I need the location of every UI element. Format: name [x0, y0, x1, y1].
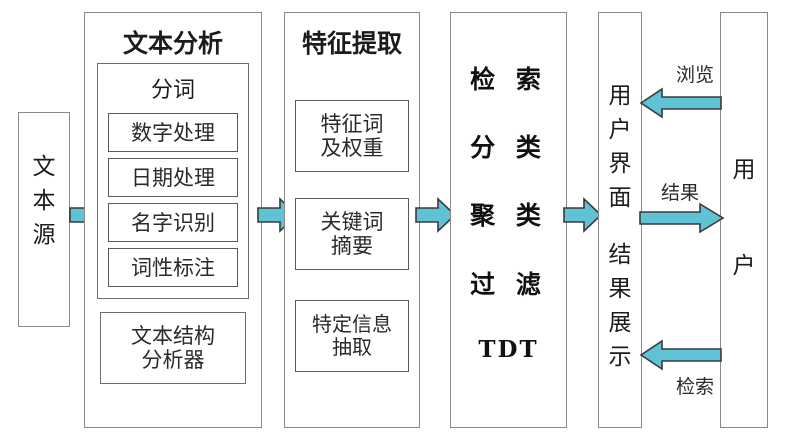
- structure-analyzer-label: 文本结构 分析器: [101, 324, 245, 372]
- structure-analyzer-box: 文本结构 分析器: [100, 312, 246, 384]
- user-interface-label: 用 户 界 面: [598, 76, 642, 212]
- segmentation-item-name: 名字识别: [108, 203, 238, 242]
- text-analysis-title: 文本分析: [122, 29, 223, 58]
- feature-item-line2: 及权重: [320, 136, 384, 160]
- arrow-processing-to-ui: [563, 197, 603, 233]
- result-display-label: 结 果 展 示: [598, 235, 642, 371]
- structure-analyzer-line2: 分析器: [141, 348, 205, 372]
- user-interface-box: [598, 12, 642, 428]
- processing-line-filtering: 过 滤: [470, 270, 547, 299]
- arrow-result: [639, 202, 725, 234]
- segmentation-item-label: 日期处理: [131, 165, 215, 190]
- ui-char: 界: [608, 151, 632, 177]
- feature-item-keywords: 关键词 摘要: [295, 198, 409, 270]
- text-source-label: 文 本 源: [19, 147, 69, 249]
- result-char: 示: [608, 344, 632, 370]
- arrow-feature-to-processing: [415, 197, 457, 233]
- processing-box: [450, 12, 567, 428]
- result-char: 展: [608, 310, 632, 336]
- text-source-char: 源: [32, 222, 56, 248]
- feature-item-weights: 特征词 及权重: [295, 100, 409, 172]
- result-char: 结: [608, 242, 632, 268]
- feature-item-label: 特定信息 抽取: [296, 313, 408, 359]
- user-label: 用 户: [720, 150, 768, 280]
- ui-char: 用: [608, 83, 632, 109]
- feature-item-line2: 摘要: [331, 234, 373, 258]
- user-box: [720, 12, 768, 428]
- result-char: 果: [608, 276, 632, 302]
- feature-item-label: 关键词 摘要: [296, 210, 408, 258]
- feature-extraction-title: 特征提取: [301, 29, 402, 58]
- feature-item-specific-info: 特定信息 抽取: [295, 300, 409, 372]
- structure-analyzer-line1: 文本结构: [131, 323, 215, 348]
- segmentation-title: 分词: [150, 78, 195, 103]
- text-source-char: 文: [32, 154, 56, 180]
- feature-item-line1: 特定信息: [312, 312, 392, 336]
- segmentation-item-label: 数字处理: [131, 120, 215, 145]
- text-source-box: 文 本 源: [18, 112, 70, 327]
- segmentation-item-label: 名字识别: [131, 210, 215, 235]
- arrow-browse-label: 浏览: [675, 64, 714, 86]
- ui-char: 户: [608, 117, 632, 143]
- arrow-browse: [639, 87, 722, 119]
- arrow-result-label: 结果: [660, 182, 699, 204]
- user-char: 用: [732, 157, 756, 183]
- text-source-char: 本: [32, 188, 56, 214]
- segmentation-item-label: 词性标注: [131, 255, 215, 280]
- feature-item-line1: 关键词: [320, 209, 384, 234]
- processing-line-clustering: 聚 类: [470, 201, 547, 230]
- arrow-retrieve-label: 检索: [675, 376, 714, 398]
- processing-line-tdt: TDT: [478, 336, 539, 363]
- processing-line-retrieval: 检 索: [470, 65, 547, 94]
- segmentation-item-date: 日期处理: [108, 158, 238, 197]
- feature-item-line1: 特征词: [320, 111, 384, 136]
- feature-item-line2: 抽取: [332, 335, 372, 359]
- segmentation-item-pos: 词性标注: [108, 248, 238, 287]
- user-char: 户: [732, 253, 756, 279]
- processing-line-classification: 分 类: [470, 133, 547, 162]
- arrow-retrieve: [639, 339, 722, 371]
- feature-item-label: 特征词 及权重: [296, 112, 408, 160]
- ui-char: 面: [608, 185, 632, 211]
- segmentation-item-number: 数字处理: [108, 113, 238, 152]
